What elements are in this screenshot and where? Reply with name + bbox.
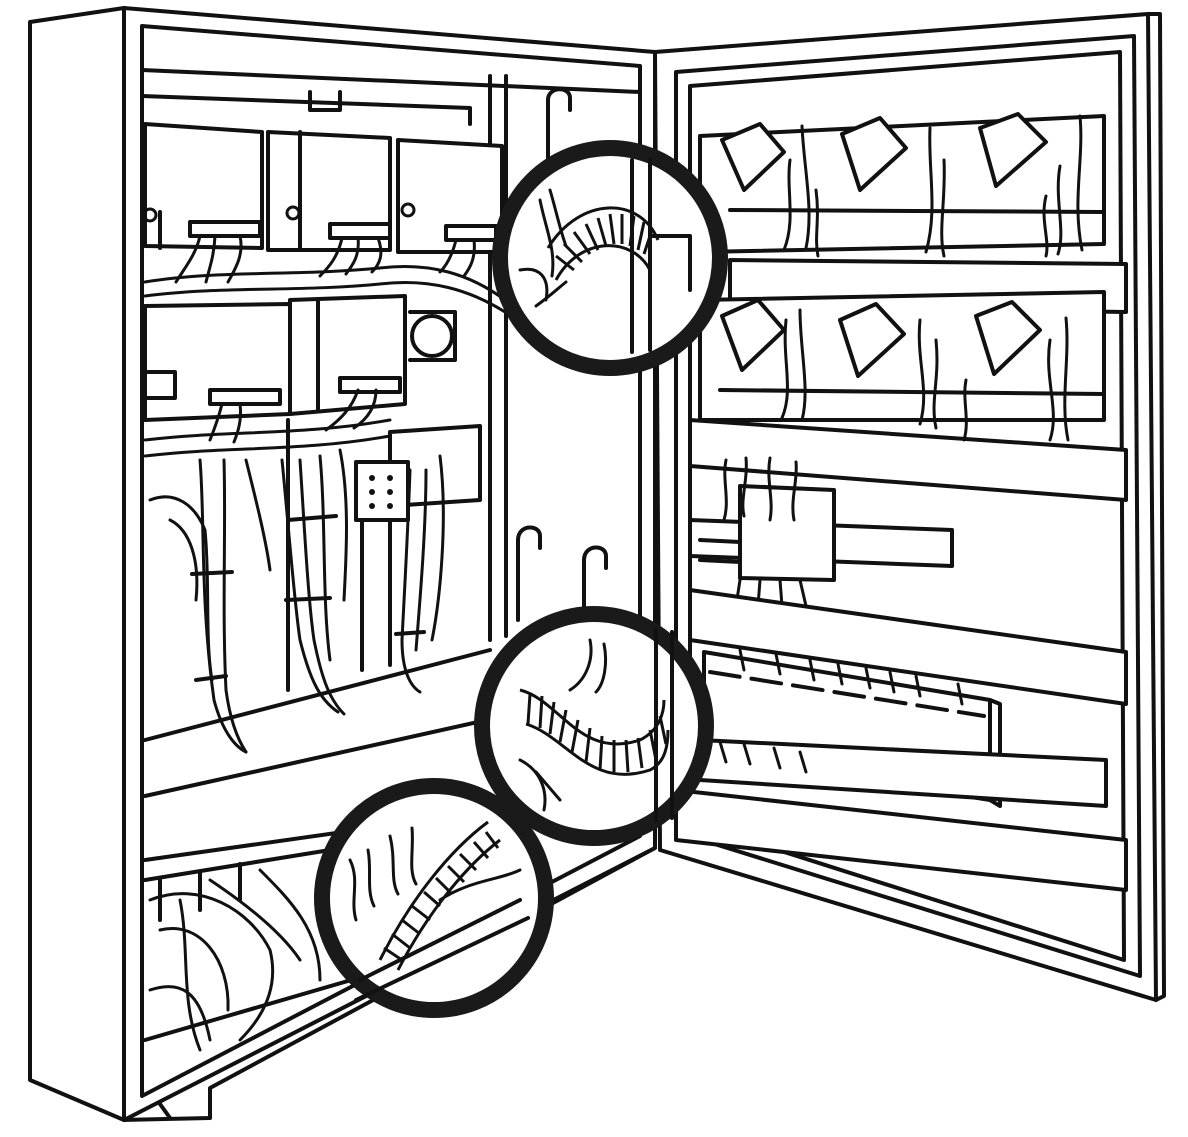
door-terminal-area — [674, 456, 1128, 892]
middle-wiring-bundle — [143, 388, 445, 754]
door-middle-shelf — [688, 290, 1128, 502]
door-upper-shelf — [698, 112, 1128, 314]
cable-hose-middle-detail-icon — [474, 606, 714, 846]
upper-wiring-bundle — [143, 234, 507, 314]
cable-hose-upper-detail-icon — [492, 140, 728, 376]
cable-hose-lower-detail-icon — [314, 778, 554, 1018]
upper-component-row — [142, 122, 504, 254]
middle-component-row — [143, 294, 482, 522]
